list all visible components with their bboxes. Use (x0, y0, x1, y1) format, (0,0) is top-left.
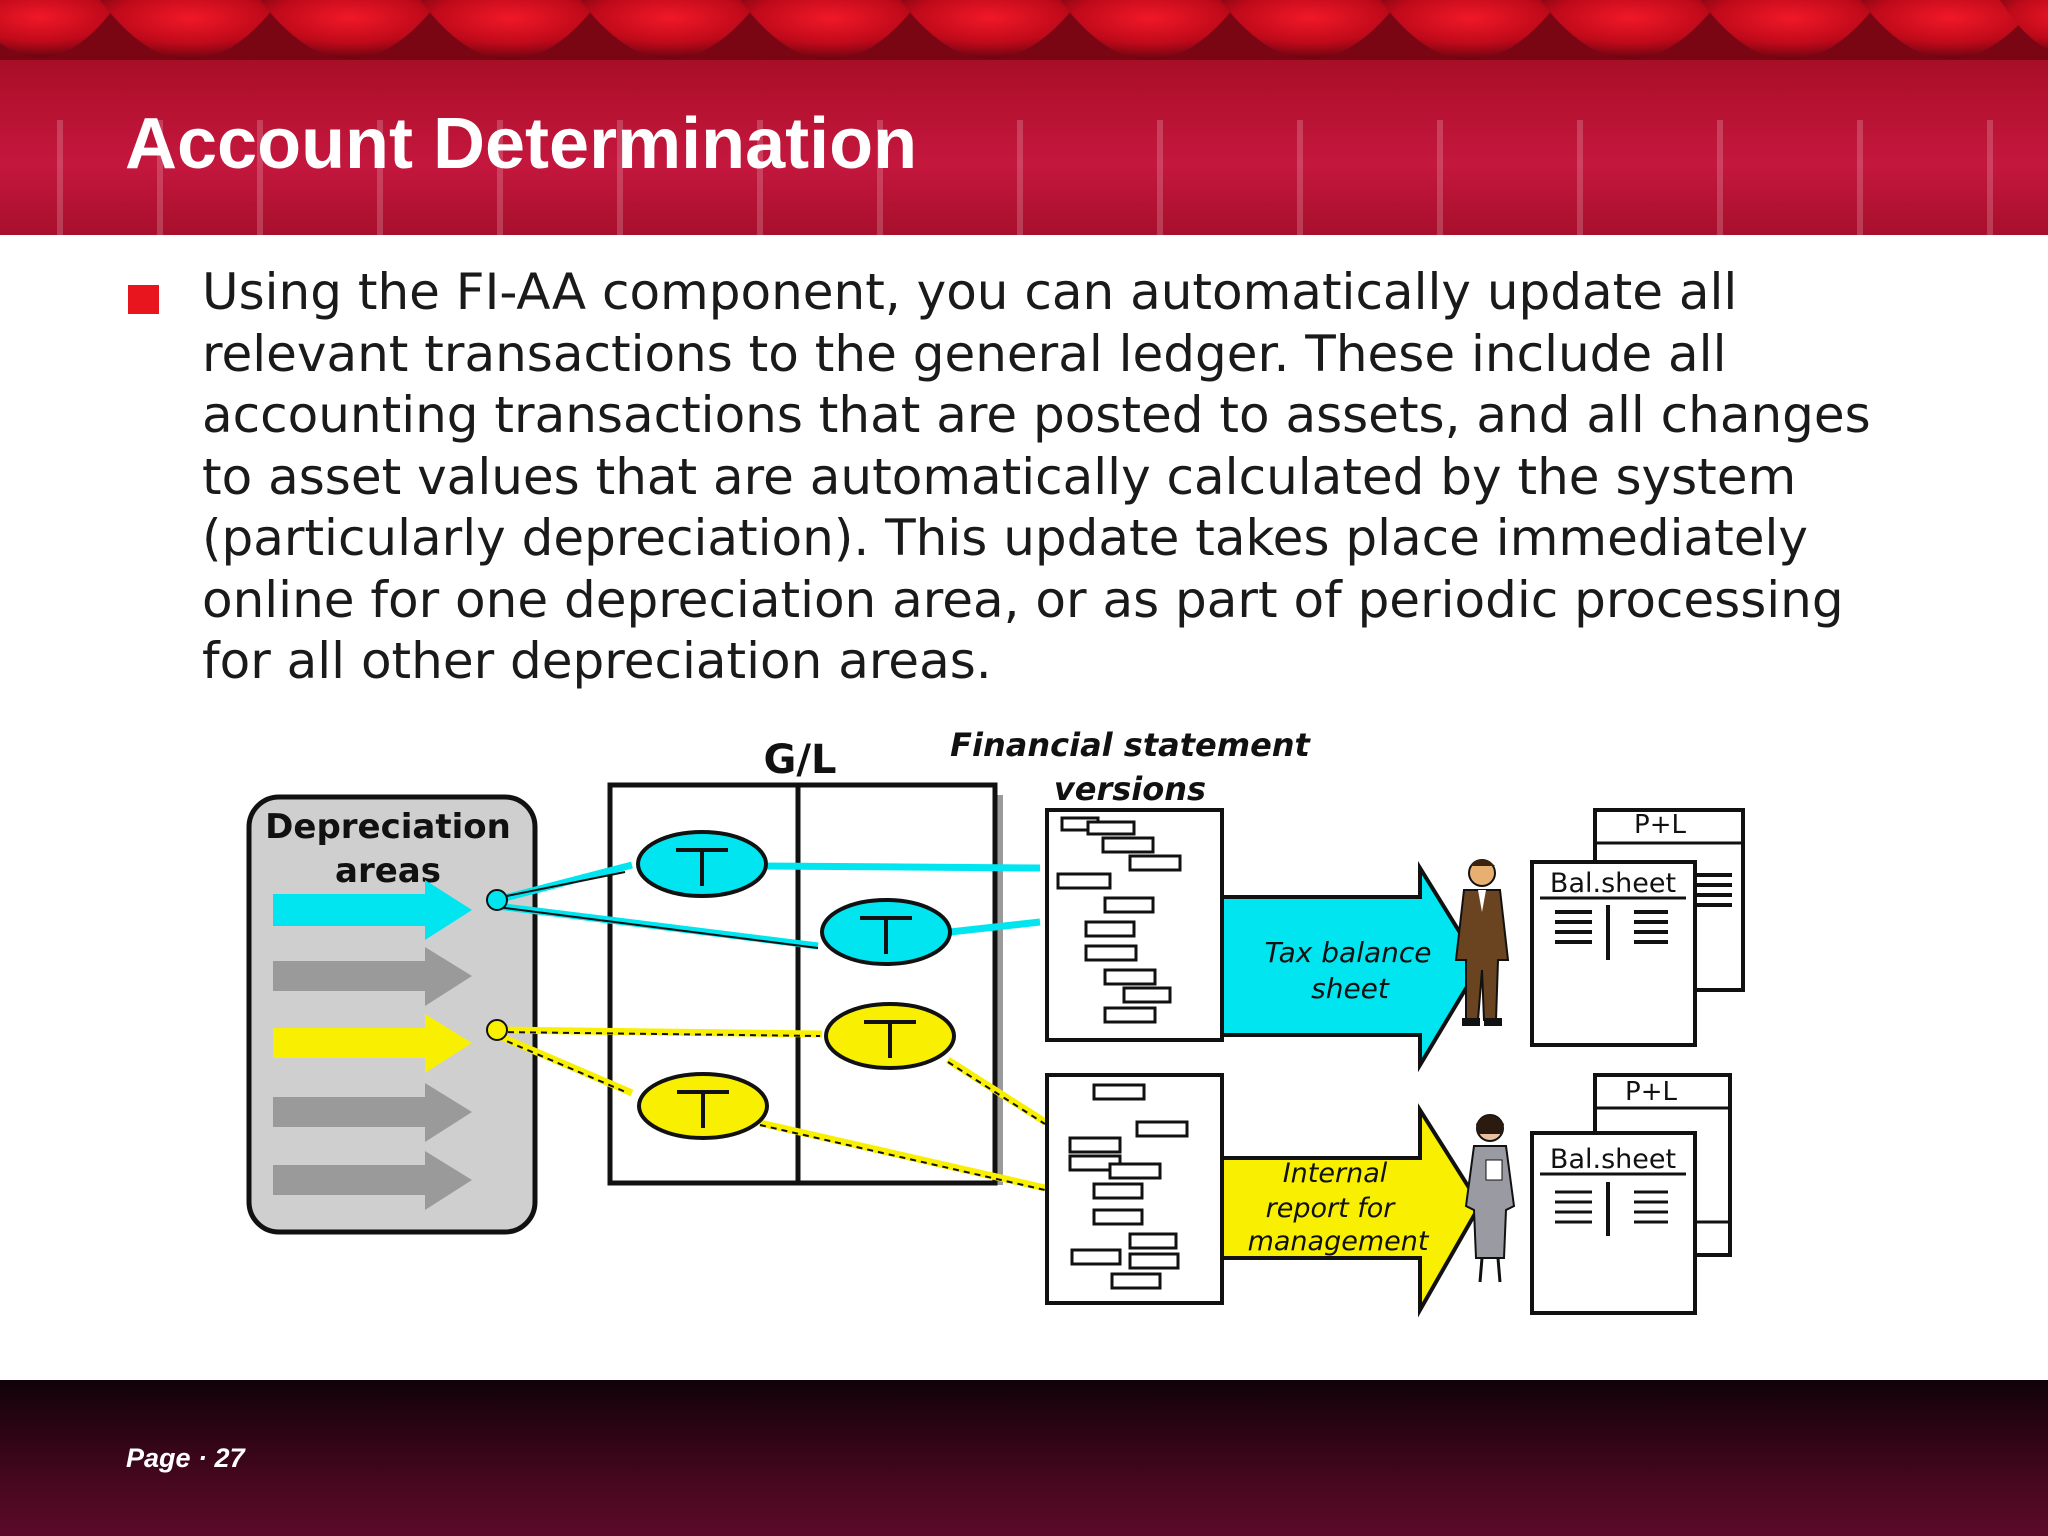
fs-versions-label-line1: Financial statement (950, 726, 1311, 764)
tax-balance-label-line1: Tax balance (1264, 936, 1431, 969)
gray-area-arrow-1 (273, 947, 472, 1006)
t-account-yellow-1 (824, 1002, 956, 1070)
fs-version-document-1 (1045, 808, 1224, 1042)
internal-report-label-line1: Internal (1283, 1158, 1388, 1189)
page-word: Page (126, 1443, 191, 1473)
cyan-area-arrow (273, 880, 472, 940)
yellow-area-arrow (273, 1014, 472, 1073)
report-stack-top (1530, 808, 1745, 1047)
report-stack-bottom (1530, 1073, 1732, 1315)
fs-versions-label-line2: versions (1054, 770, 1206, 808)
t-account-cyan-2 (820, 898, 952, 966)
internal-report-label-line2: report for (1266, 1193, 1397, 1224)
pl-label-top: P+L (1634, 810, 1686, 840)
account-determination-diagram: Depreciation areas G/L Financial stateme… (246, 726, 1745, 1318)
page-number-label: Page · 27 (126, 1443, 245, 1473)
businesswoman-icon (1464, 1114, 1516, 1283)
depreciation-areas-label-line1: Depreciation (265, 807, 511, 847)
bullet-square-icon (128, 285, 159, 314)
yellow-junction-dot (486, 1019, 508, 1041)
slide-header: Account Determination (0, 0, 2048, 235)
tax-balance-sheet-arrow (1220, 860, 1483, 1073)
curtain-drape-icon (0, 0, 2048, 235)
internal-report-arrow (1220, 1103, 1483, 1318)
bal-sheet-label-bottom: Bal.sheet (1550, 1144, 1676, 1175)
slide-title: Account Determination (125, 104, 918, 184)
gray-area-arrow-2 (273, 1083, 472, 1142)
t-account-cyan-1 (636, 830, 768, 898)
bullet-paragraph: Using the FI-AA component, you can autom… (202, 263, 1871, 690)
tax-balance-label-line2: sheet (1311, 972, 1390, 1005)
gray-area-arrow-3 (273, 1151, 472, 1210)
bal-sheet-label-top: Bal.sheet (1550, 868, 1676, 899)
businessman-icon (1454, 859, 1510, 1026)
cyan-junction-dot (486, 889, 508, 911)
depreciation-areas-label-line2: areas (335, 851, 441, 891)
slide-footer (0, 1380, 2048, 1536)
pl-label-bottom: P+L (1625, 1077, 1677, 1107)
internal-report-label-line3: management (1248, 1226, 1430, 1257)
fs-version-document-2 (1045, 1073, 1224, 1305)
t-account-yellow-2 (637, 1072, 769, 1140)
page-number: 27 (214, 1443, 245, 1473)
gl-label: G/L (764, 737, 837, 783)
